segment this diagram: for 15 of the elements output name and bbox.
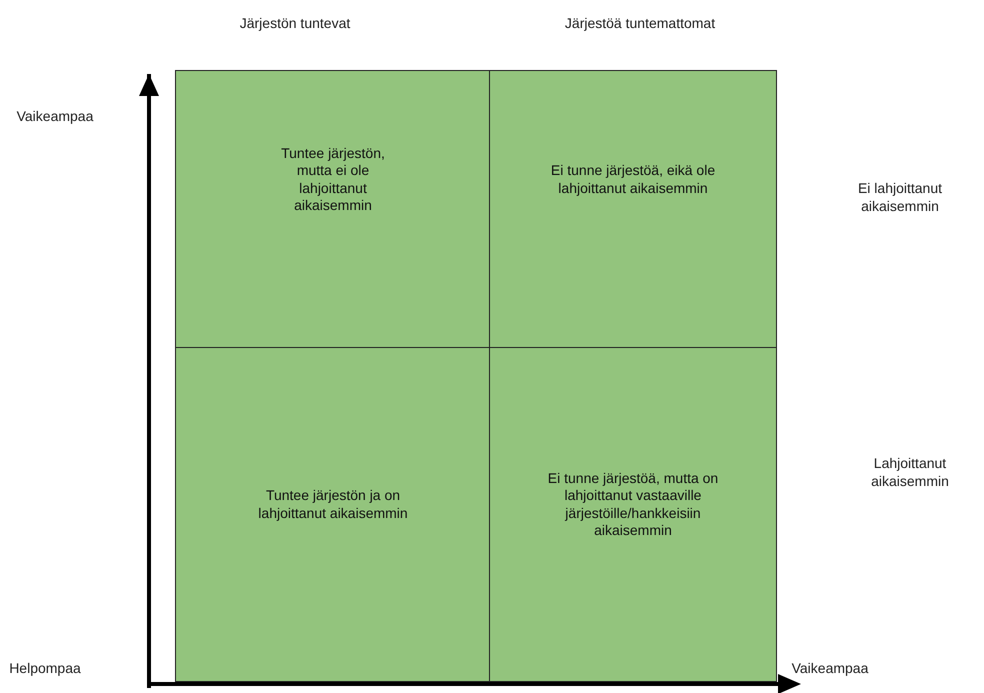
quadrant-text: Tuntee järjestön ja on lahjoittanut aikaisemmin (257, 487, 409, 522)
quadrant-cell (489, 347, 777, 682)
row-header: Lahjoittanut aikaisemmin (870, 455, 950, 490)
row-header: Ei lahjoittanut aikaisemmin (856, 180, 944, 215)
quadrant-text: Ei tunne järjestöä, mutta on lahjoittanut vastaaville järjestöille/hankkeisiin aikaisemmin (546, 470, 720, 540)
quadrant-cell (175, 70, 491, 349)
quadrant-text: Tuntee järjestön, mutta ei ole lahjoittanut aikaisemmin (280, 144, 386, 214)
quadrant-text: Ei tunne järjestöä, eikä ole lahjoittanut aikaisemmin (550, 162, 716, 197)
axis-label: Helpompaa (8, 660, 82, 678)
quadrant-cell (489, 70, 777, 349)
axis-label: Vaikeampaa (790, 660, 870, 678)
quadrant-cell (175, 347, 491, 682)
axis-label: Vaikeampaa (16, 108, 94, 126)
column-header: Järjestöä tuntemattomat (564, 15, 716, 32)
column-header: Järjestön tuntevat (238, 15, 352, 32)
